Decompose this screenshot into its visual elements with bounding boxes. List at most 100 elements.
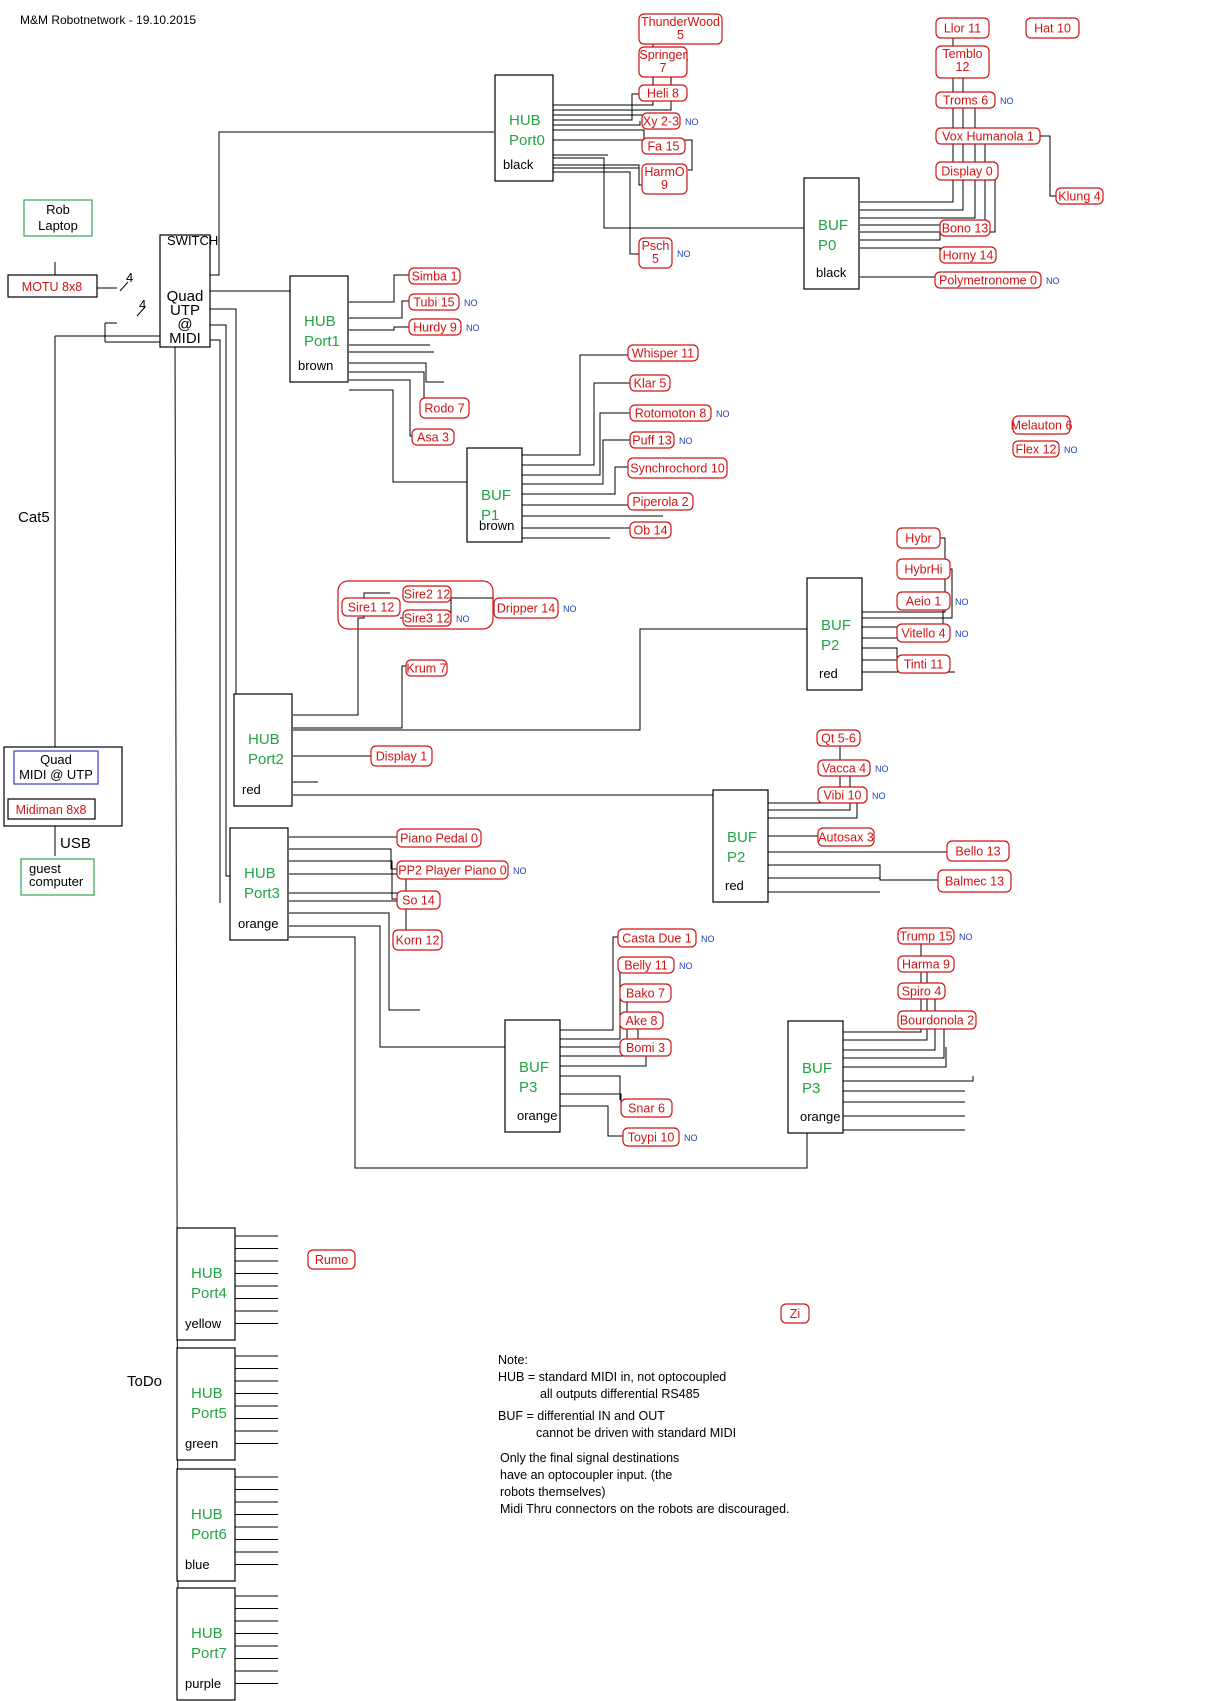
- robot-display0: [935, 161, 999, 181]
- robot-hybrhi: [896, 558, 951, 580]
- robot-so: [396, 890, 441, 910]
- buf-label: BUF: [727, 829, 757, 846]
- wire: [553, 139, 693, 171]
- wire: [522, 382, 670, 466]
- wire: [860, 228, 941, 241]
- wire: [349, 379, 415, 437]
- robot-label: Bako 7: [626, 987, 665, 1001]
- note-line: Midi Thru connectors on the robots are d…: [500, 1502, 790, 1516]
- robot-label: Whisper 11: [632, 347, 694, 361]
- robot-asa: [411, 428, 455, 446]
- robot-vitello: [896, 623, 951, 643]
- no-optocoupler-flag: NO: [875, 764, 889, 774]
- robot-klung: [1055, 187, 1104, 205]
- robot-label: HybrHi: [904, 563, 942, 577]
- no-optocoupler-flag: NO: [872, 791, 886, 801]
- robot-polymetronome: [934, 271, 1042, 289]
- robot-label: Polymetronome 0: [939, 274, 1037, 288]
- rob-laptop-box: [23, 199, 93, 237]
- robot-snar: [620, 1098, 673, 1118]
- robot-label: Bomi 3: [626, 1041, 665, 1055]
- robot-balmec: [937, 869, 1012, 893]
- note-line: cannot be driven with standard MIDI: [536, 1426, 736, 1440]
- buf-label: P0: [818, 237, 836, 254]
- robot-label: Asa 3: [417, 431, 449, 445]
- robot-label: Hat 10: [1034, 22, 1071, 36]
- robot-label: Display 1: [376, 750, 427, 764]
- wire: [289, 848, 397, 870]
- wire: [136, 306, 146, 317]
- wire: [553, 171, 639, 255]
- robot-autosax: [817, 827, 875, 847]
- robot-zi: [780, 1303, 810, 1324]
- no-optocoupler-flag: NO: [1064, 445, 1078, 455]
- hub-color: green: [185, 1436, 218, 1451]
- robot-label: Casta Due 1: [622, 932, 692, 946]
- hub-label: Port3: [244, 885, 280, 902]
- robot-sire3: [402, 609, 452, 627]
- wire: [293, 592, 390, 716]
- buf-color: red: [819, 666, 838, 681]
- hub-port1: [289, 275, 349, 383]
- robot-label: Rumo: [315, 1253, 348, 1267]
- wire: [210, 308, 238, 746]
- robot-label: Bello 13: [955, 845, 1000, 859]
- robot-label: PP2 Player Piano 0: [398, 864, 506, 878]
- robot-bako: [619, 983, 672, 1003]
- hub-label: HUB: [191, 1385, 223, 1402]
- note-line: have an optocoupler input. (the: [500, 1468, 672, 1482]
- wire: [349, 274, 410, 303]
- wire: [1040, 135, 1056, 197]
- robot-sire1: [341, 597, 401, 617]
- wire: [289, 912, 420, 1011]
- robot-spiro: [897, 982, 946, 1000]
- robot-label: Ob 14: [633, 524, 667, 538]
- robot-label: Toypi 10: [628, 1131, 675, 1145]
- wire: [349, 326, 410, 331]
- wire: [522, 439, 630, 485]
- switch-box: [159, 234, 211, 348]
- hub-port2: [233, 693, 293, 807]
- wire: [560, 1105, 623, 1137]
- wire: [843, 1047, 947, 1068]
- robot-label: Aeio 1: [906, 595, 941, 609]
- hub-color: brown: [298, 358, 333, 373]
- wire: [209, 339, 221, 903]
- no-optocoupler-flag: NO: [959, 932, 973, 942]
- hub-label: HUB: [304, 313, 336, 330]
- buf-color: orange: [800, 1109, 840, 1124]
- robot-label: Qt 5-6: [821, 732, 856, 746]
- robot-label: Horny 14: [943, 249, 994, 263]
- robot-label: Spiro 4: [902, 985, 942, 999]
- robot-label: Autosax 3: [818, 831, 874, 845]
- buf-p0: [803, 177, 860, 290]
- no-optocoupler-flag: NO: [677, 249, 691, 259]
- wire: [293, 665, 406, 729]
- wire: [553, 167, 650, 186]
- robot-label: Display 0: [941, 165, 992, 179]
- buf-p3-a: [504, 1019, 561, 1133]
- robot-harmo: [641, 163, 688, 195]
- robot-label: Bono 13: [942, 222, 989, 236]
- robot-puff: [629, 431, 675, 449]
- robot-qt: [816, 729, 861, 747]
- buf-p2-b: [712, 789, 769, 903]
- hub-label: HUB: [191, 1265, 223, 1282]
- midiman-label: Midiman 8x8: [16, 803, 87, 817]
- wire: [289, 873, 407, 939]
- robot-pianopedal: [396, 828, 482, 848]
- robot-label: 5: [677, 28, 684, 42]
- hub-label: Port1: [304, 333, 340, 350]
- note-line: Only the final signal destinations: [500, 1451, 679, 1465]
- robot-tinti: [896, 654, 951, 674]
- quad-midi-box: [13, 750, 99, 785]
- guest-computer-label: guest: [29, 861, 61, 876]
- switch-text: UTP: [170, 302, 200, 319]
- buf-color: orange: [517, 1108, 557, 1123]
- robot-rotomoton: [629, 404, 712, 422]
- wire: [560, 964, 621, 1040]
- robot-llor: [935, 17, 990, 39]
- wire: [843, 1076, 974, 1082]
- robot-hat: [1025, 17, 1080, 39]
